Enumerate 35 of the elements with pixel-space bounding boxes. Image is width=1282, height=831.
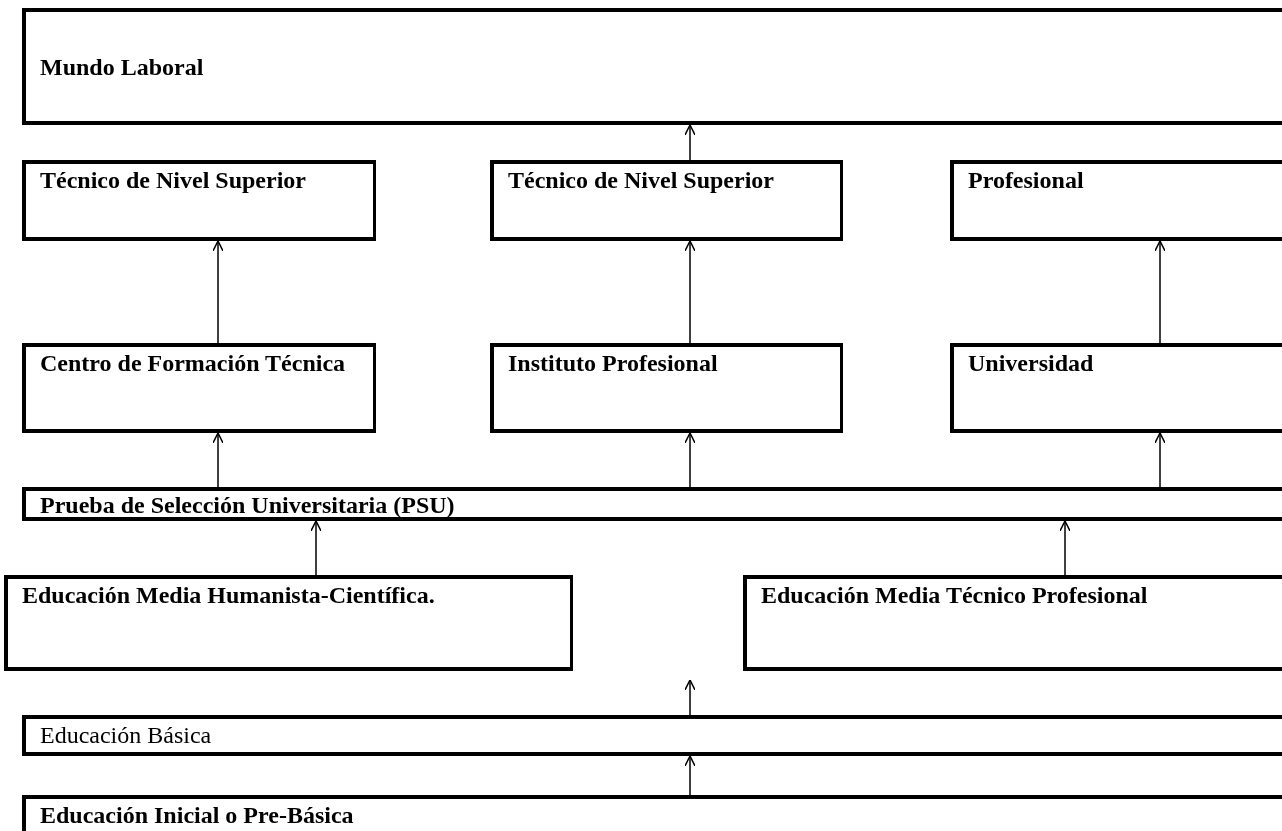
arrow [212, 240, 224, 344]
process-box [22, 715, 1282, 756]
box-label: Universidad [968, 349, 1095, 378]
arrow [684, 679, 696, 716]
process-box [22, 343, 376, 433]
box-label: Prueba de Selección Universitaria (PSU) [40, 491, 456, 520]
arrow [684, 124, 696, 161]
process-box [950, 343, 1282, 433]
box-label: Centro de Formación Técnica [40, 349, 347, 378]
process-box [22, 8, 1282, 125]
process-box [22, 795, 1282, 831]
process-box [743, 575, 1282, 671]
arrow [310, 520, 322, 576]
process-box [950, 160, 1282, 241]
box-label: Técnico de Nivel Superior [40, 166, 307, 195]
arrow [1154, 432, 1166, 488]
box-label: Instituto Profesional [508, 349, 719, 378]
process-box [22, 160, 376, 241]
box-label: Mundo Laboral [40, 53, 204, 82]
arrow [684, 755, 696, 796]
arrow [1059, 520, 1071, 576]
arrow [684, 432, 696, 488]
process-box [4, 575, 573, 671]
box-label: Educación Media Humanista-Científica. [22, 581, 436, 610]
box-label: Técnico de Nivel Superior [508, 166, 775, 195]
box-label: Educación Inicial o Pre-Básica [40, 801, 355, 830]
arrow [212, 432, 224, 488]
process-box [22, 487, 1282, 521]
arrow [684, 240, 696, 344]
arrow [1154, 240, 1166, 344]
process-box [490, 160, 843, 241]
process-box [490, 343, 843, 433]
box-label: Educación Básica [40, 721, 213, 750]
box-label: Profesional [968, 166, 1085, 195]
box-label: Educación Media Técnico Profesional [761, 581, 1149, 610]
